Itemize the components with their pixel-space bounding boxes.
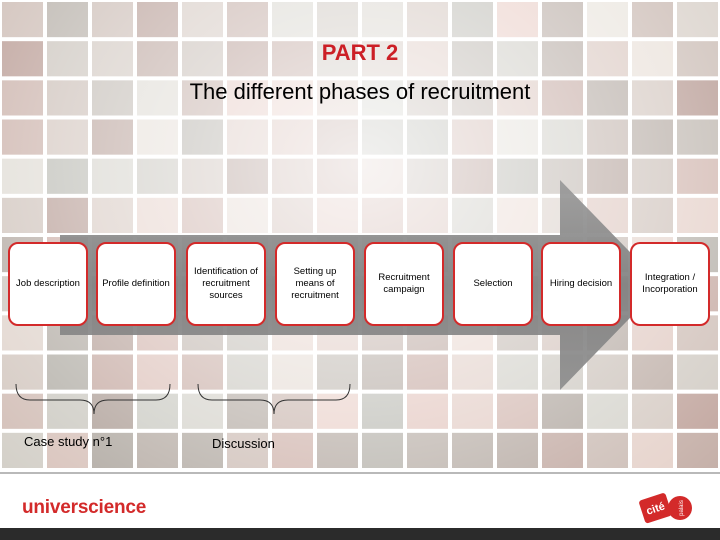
phase-box-recruitment-campaign: Recruitment campaign	[364, 242, 444, 326]
group-brackets	[15, 383, 351, 415]
group-label-case-study: Case study n°1	[24, 434, 113, 449]
phase-box-profile-definition: Profile definition	[96, 242, 176, 326]
phase-box-hiring-decision: Hiring decision	[541, 242, 621, 326]
bracket-discussion	[197, 383, 351, 415]
universcience-logo: universcience	[22, 497, 147, 518]
phase-box-job-description: Job description	[8, 242, 88, 326]
svg-text:palais: palais	[679, 500, 685, 516]
phase-label: Recruitment campaign	[378, 272, 430, 295]
process-arrow	[60, 180, 662, 390]
phase-box-setting-up: Setting up means of recruitment	[275, 242, 355, 326]
svg-text:cité: cité	[645, 500, 667, 517]
cite-palais-logo: cité palais	[639, 493, 692, 524]
footer-divider	[0, 472, 720, 474]
footer-bar	[0, 528, 720, 540]
bracket-case-study	[15, 383, 171, 415]
phase-label: Hiring decision	[549, 278, 613, 289]
phase-label: Identification of recruitment sources	[194, 266, 258, 301]
phase-box-identification: Identification of recruitment sources	[186, 242, 266, 326]
slide-title-part: PART 2	[321, 40, 399, 65]
slide-title: The different phases of recruitment	[189, 79, 531, 104]
phase-box-integration: Integration / Incorporation	[630, 242, 710, 326]
phase-box-selection: Selection	[453, 242, 533, 326]
group-label-discussion: Discussion	[212, 436, 275, 451]
phase-label: Job description	[16, 278, 80, 289]
phase-label: Profile definition	[102, 278, 170, 289]
phase-label: Setting up means of recruitment	[291, 266, 339, 301]
phase-label: Selection	[473, 278, 513, 289]
phase-label: Integration / Incorporation	[642, 272, 698, 295]
